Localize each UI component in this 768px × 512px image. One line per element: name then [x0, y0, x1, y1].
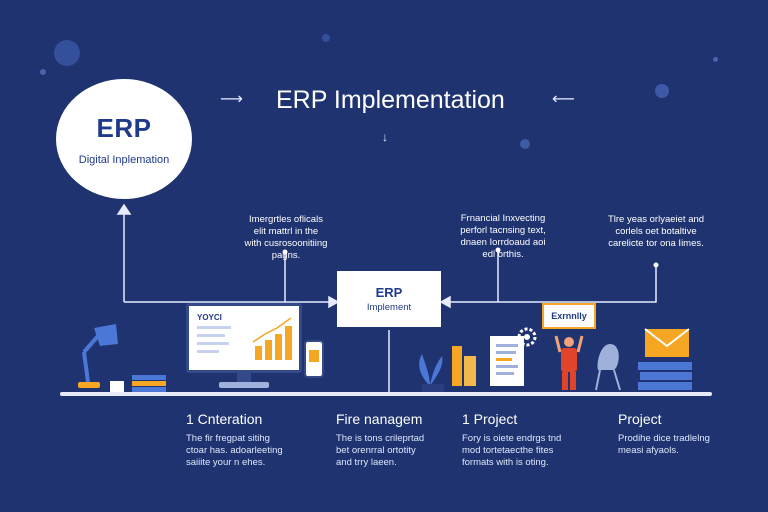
decorative-dot — [54, 40, 80, 66]
connector-node — [653, 262, 659, 268]
hero-subtitle: Digital Inplemation — [78, 153, 170, 166]
desk-lamp-icon — [78, 324, 118, 388]
bar-chart-icon — [197, 317, 292, 360]
arrow-right-icon: ⟶ — [220, 91, 243, 108]
plant-icon — [419, 354, 444, 392]
person-icon — [554, 335, 584, 390]
column-title: 1 Cnteration — [186, 411, 263, 427]
column-title: Fire nanagem — [336, 411, 423, 427]
column-desc: The fir fregpat sitihg ctoar has. adoarl… — [186, 433, 283, 468]
hero-heading: ERP — [96, 112, 152, 143]
column-desc: Fory is oiete endrgs tnd mod tortetaecth… — [462, 433, 562, 468]
decorative-dot — [520, 139, 530, 149]
calendar-label: Exrnnlly — [551, 311, 587, 321]
books-stack-icon — [110, 375, 166, 393]
decorative-dot — [655, 84, 669, 98]
center-box-subtitle: Implement — [366, 302, 412, 313]
column-title: 1 Project — [462, 411, 518, 427]
connector-right — [445, 265, 657, 303]
column-desc: Prodihe dice tradlelng measi afyaols. — [618, 433, 710, 456]
chair-icon — [595, 344, 621, 391]
coin-stack-icon — [452, 346, 476, 386]
document-icon — [490, 336, 524, 386]
gear-icon — [517, 327, 537, 347]
monitor-screen: YOYCI — [186, 303, 302, 373]
arrowhead-up-icon — [116, 203, 132, 215]
decorative-dot — [713, 57, 718, 62]
timeline-baseline — [60, 392, 712, 396]
note-3: Tlre yeas orlyaeiet and corlels oet bota… — [607, 214, 705, 249]
monitor-label: YOYCI — [197, 313, 222, 322]
column-desc: The is tons crileprtad bet orenrral orto… — [336, 433, 425, 468]
center-box-heading: ERP — [375, 285, 403, 300]
note-2: Frnancial Inxvecting perforl tacnsing te… — [460, 213, 546, 260]
envelope-icon — [644, 328, 690, 357]
monitor-stand-icon — [219, 372, 269, 388]
column-title: Project — [618, 411, 662, 427]
arrow-down-icon: ↓ — [382, 130, 388, 144]
arrowhead-left-icon — [439, 295, 451, 309]
erp-hero-circle: ERP Digital Inplemation — [56, 79, 192, 199]
books-stack-icon — [638, 362, 692, 390]
page-title: ERP Implementation — [276, 86, 505, 114]
note-1: Imergrtles oflicals elit mattrl in the w… — [244, 214, 328, 261]
phone-icon — [304, 340, 324, 378]
arrow-left-icon: ⟵ — [552, 91, 575, 108]
erp-center-box: ERP Implement — [337, 271, 441, 327]
calendar-sign: Exrnnlly — [542, 303, 596, 329]
decorative-dot — [40, 69, 46, 75]
decorative-dot — [322, 34, 330, 42]
